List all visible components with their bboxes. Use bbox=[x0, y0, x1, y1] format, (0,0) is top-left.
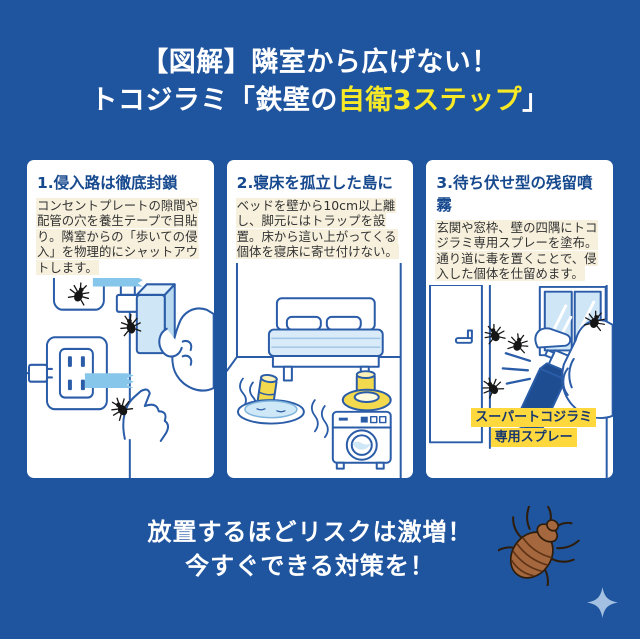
sparkle-icon bbox=[587, 587, 618, 618]
step-card-1: 1.侵入路は徹底封鎖 コンセントプレートの隙間や配管の穴を養生テープで目貼り。隣… bbox=[27, 160, 214, 478]
step-2-body: ベッドを壁から10cm以上離し、脚元にはトラップを設置。床から這い上がってくる個… bbox=[235, 198, 399, 260]
residual-spray-illustration-icon bbox=[429, 284, 614, 478]
step-1-title: 1.侵入路は徹底封鎖 bbox=[37, 174, 178, 192]
title-line-2: トコジラミ「鉄壁の自衛3ステップ」 bbox=[0, 82, 640, 120]
title-line-2-prefix: トコジラミ「鉄壁の bbox=[90, 85, 338, 116]
step-2-title: 2.寝床を孤立した島に bbox=[236, 174, 393, 192]
title-accent-text: 自衛3ステップ bbox=[337, 85, 523, 116]
poster-title: 【図解】隣室から広げない！ トコジラミ「鉄壁の自衛3ステップ」 bbox=[0, 44, 640, 120]
footer-line-2: 今すぐできる対策を！ bbox=[185, 552, 435, 580]
isolated-bed-illustration-icon bbox=[226, 262, 402, 478]
outlet-sealing-illustration-icon bbox=[27, 278, 214, 478]
step-3-title: 3.待ち伏せ型の残留噴霧 bbox=[436, 174, 593, 214]
title-line-2-suffix: 」 bbox=[522, 85, 550, 116]
spray-label-line-1: スーパートコジラミ bbox=[471, 407, 597, 427]
footer-line-1: 放置するほどリスクは激増！ bbox=[147, 518, 473, 546]
step-3-art: スーパートコジラミ 専用スプレー bbox=[426, 284, 614, 478]
bedbug-icon bbox=[498, 506, 580, 586]
step-card-3: 3.待ち伏せ型の残留噴霧 玄関や窓枠、壁の四隅にトコジラミ専用スプレーを塗布。通… bbox=[426, 160, 614, 478]
step-card-2: 2.寝床を孤立した島に ベッドを壁から10cm以上離し、脚元にはトラップを設置。… bbox=[226, 160, 414, 478]
step-1-body: コンセントプレートの隙間や配管の穴を養生テープで目貼り。隣室からの「歩いての侵入… bbox=[36, 198, 200, 275]
step-3-body: 玄関や窓枠、壁の四隅にトコジラミ専用スプレーを塗布。通り道に毒を置くことで、侵入… bbox=[435, 220, 599, 282]
footer-warning: 放置するほどリスクは激増！ 今すぐできる対策を！ bbox=[0, 515, 620, 583]
spray-product-label: スーパートコジラミ 専用スプレー bbox=[454, 407, 613, 447]
title-line-1: 【図解】隣室から広げない！ bbox=[141, 47, 499, 78]
steps-row: 1.侵入路は徹底封鎖 コンセントプレートの隙間や配管の穴を養生テープで目貼り。隣… bbox=[27, 160, 614, 478]
step-2-art bbox=[226, 262, 414, 478]
spray-label-line-2: 専用スプレー bbox=[490, 427, 577, 447]
step-1-art bbox=[27, 278, 214, 478]
